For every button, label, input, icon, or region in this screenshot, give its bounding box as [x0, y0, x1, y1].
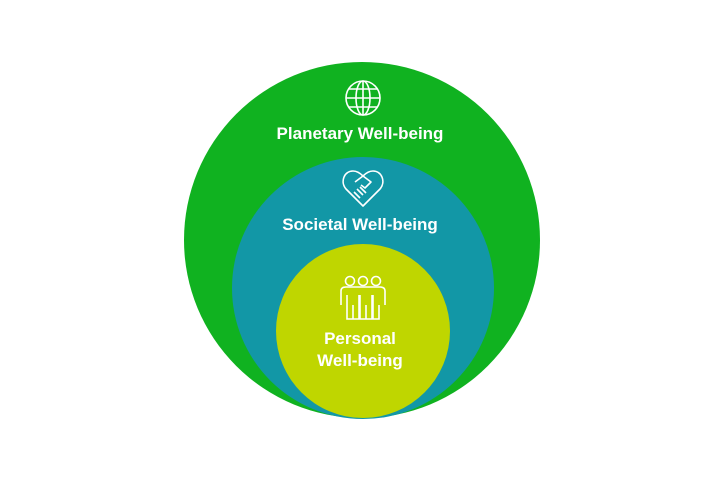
societal-label: Societal Well-being	[282, 215, 438, 234]
personal-label-line1: Personal	[324, 329, 396, 348]
personal-label-line2: Well-being	[317, 351, 403, 370]
personal-circle	[276, 244, 450, 418]
people-icon	[340, 275, 386, 320]
heart-handshake-icon	[342, 170, 384, 207]
planetary-label: Planetary Well-being	[276, 124, 444, 143]
globe-icon	[345, 80, 381, 116]
